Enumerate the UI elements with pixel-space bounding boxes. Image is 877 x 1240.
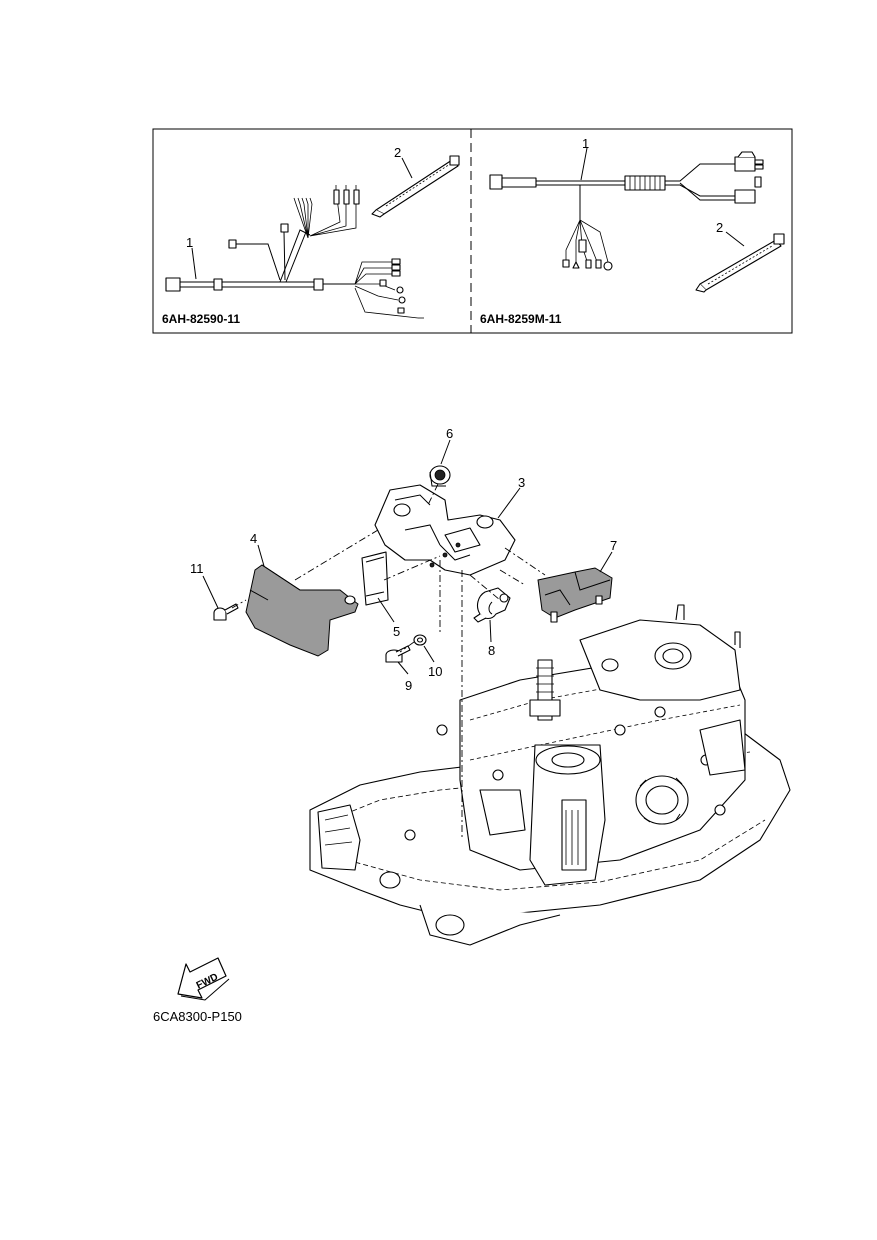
right-part-code: 6AH-8259M-11 xyxy=(480,312,562,326)
part-4-cover xyxy=(245,564,359,657)
callout-4: 4 xyxy=(250,531,257,546)
left-callout-2: 2 xyxy=(394,145,401,160)
engine-block-drawing xyxy=(309,604,791,946)
part-3-bracket xyxy=(374,484,516,576)
part-5-plate xyxy=(361,551,389,606)
callout-3: 3 xyxy=(518,475,525,490)
right-callout-leaders xyxy=(580,147,745,247)
callout-5: 5 xyxy=(393,624,400,639)
left-wire-harness-drawing xyxy=(165,185,424,319)
fwd-arrow-icon xyxy=(177,957,230,1001)
left-callout-1: 1 xyxy=(186,235,193,250)
part-9-bolt xyxy=(385,645,411,663)
assembly-lines xyxy=(231,483,546,840)
left-callout-leaders xyxy=(191,157,413,280)
part-10-washer xyxy=(413,634,427,646)
callout-6: 6 xyxy=(446,426,453,441)
right-wire-harness-drawing xyxy=(489,151,764,271)
callout-11: 11 xyxy=(190,561,204,576)
callout-10: 10 xyxy=(428,664,442,679)
right-callout-2: 2 xyxy=(716,220,723,235)
main-callout-leaders xyxy=(202,439,613,675)
part-6-grommet xyxy=(429,465,451,487)
callout-7: 7 xyxy=(610,538,617,553)
callout-8: 8 xyxy=(488,643,495,658)
left-cable-tie-drawing xyxy=(371,155,460,218)
right-cable-tie-drawing xyxy=(695,233,785,293)
part-8-clamp xyxy=(473,587,511,623)
right-callout-1: 1 xyxy=(582,136,589,151)
left-part-code: 6AH-82590-11 xyxy=(162,312,240,326)
part-7-cap xyxy=(537,567,613,623)
figure-code: 6CA8300-P150 xyxy=(153,1009,242,1024)
callout-9: 9 xyxy=(405,678,412,693)
inset-box xyxy=(152,128,793,334)
